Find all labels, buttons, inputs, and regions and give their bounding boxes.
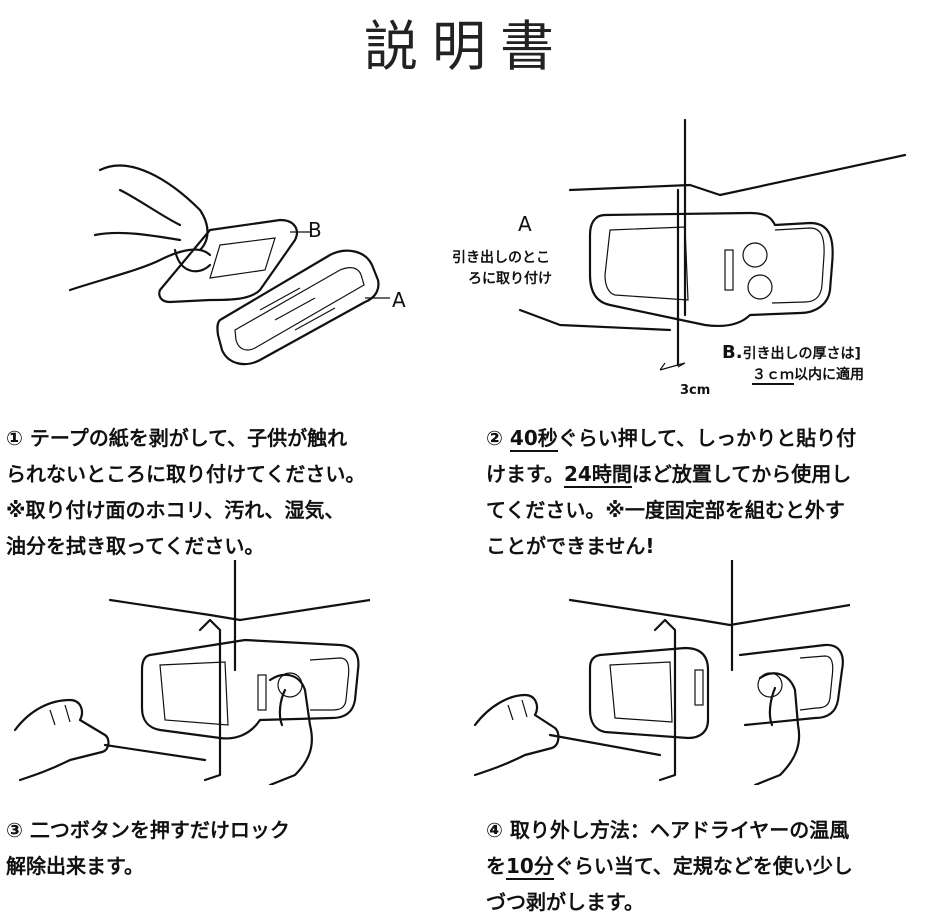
step-4-line1: ④ 取り外し方法：ヘアドライヤーの温風 — [486, 818, 850, 842]
step-3-text: ③ 二つボタンを押すだけロック 解除出来ます。 — [6, 812, 290, 884]
step-1-line1: ① テープの紙を剥がして、子供が触れ — [6, 426, 348, 450]
figure2-note-left: 引き出しのとこ ろに取り付け — [452, 248, 552, 290]
step-2-l1-pre: ② — [486, 426, 510, 450]
figure2-label-a: A — [518, 212, 532, 236]
figure2-note-b-em: ３ｃｍ — [752, 367, 794, 385]
step-2-l2-pre: けます。 — [486, 462, 564, 486]
figure2-note-left-line2: ろに取り付け — [468, 271, 552, 287]
step-2-line4: ことができません! — [486, 534, 655, 558]
step-4-text: ④ 取り外し方法：ヘアドライヤーの温風 を10分ぐらい当て、定規などを使い少し … — [486, 812, 853, 920]
step-4-l2-post: ぐらい当て、定規などを使い少し — [553, 854, 853, 878]
step-1-text: ① テープの紙を剥がして、子供が触れ られないところに取り付けてください。 ※取… — [6, 420, 365, 564]
figure2-note-b-line1: 引き出しの厚さは] — [742, 346, 861, 362]
figure2-note-b-prefix: B. — [722, 342, 743, 363]
step-2-line3: てください。※一度固定部を組むと外す — [486, 498, 845, 522]
step-1-line3: ※取り付け面のホコリ、汚れ、湿気、 — [6, 498, 345, 522]
page-title: 説明書 — [364, 15, 568, 78]
step-2-l2-em: 24時間 — [564, 462, 632, 488]
figure-press-buttons — [10, 560, 370, 785]
figure2-dimension: 3cm — [680, 383, 711, 398]
figure1-label-b: B — [308, 218, 322, 242]
figure2-note-b-line2: 以内に適用 — [794, 367, 864, 383]
figure2-note-left-line1: 引き出しのとこ — [452, 250, 550, 266]
step-2-text: ② 40秒ぐらい押して、しっかりと貼り付 けます。24時間ほど放置してから使用し… — [486, 420, 856, 564]
figure2-note-b: B.引き出しの厚さは] ３ｃｍ以内に適用 — [722, 342, 864, 386]
figure-peel-tape — [60, 150, 420, 390]
step-2-l2-post: ほど放置してから使用し — [631, 462, 852, 486]
step-3-line1: ③ 二つボタンを押すだけロック — [6, 818, 290, 842]
step-2-l1-post: ぐらい押して、しっかりと貼り付 — [557, 426, 857, 450]
step-3-line2: 解除出来ます。 — [6, 854, 144, 878]
figure-attach-drawer — [510, 115, 910, 400]
figure-removal — [470, 560, 850, 785]
step-4-l2-pre: を — [486, 854, 506, 878]
figure1-label-a: A — [392, 288, 406, 312]
step-1-line2: られないところに取り付けてください。 — [6, 462, 366, 486]
step-2-l1-em: 40秒 — [509, 426, 558, 452]
step-1-line4: 油分を拭き取ってください。 — [6, 534, 265, 558]
step-4-line3: づつ剥がします。 — [486, 890, 644, 914]
step-4-l2-em: 10分 — [506, 854, 554, 880]
